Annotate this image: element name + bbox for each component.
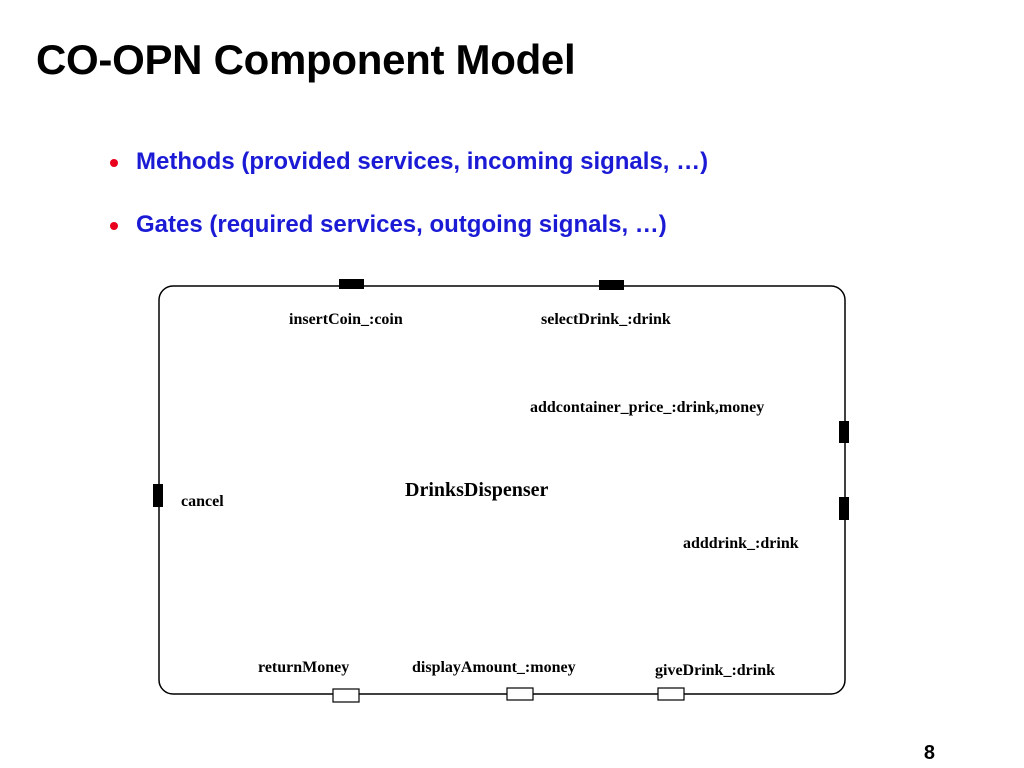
- gate-label-returnmoney: returnMoney: [258, 659, 349, 676]
- bullet-gates: Gates (required services, outgoing signa…: [108, 209, 708, 272]
- method-port-cancel: [153, 484, 163, 507]
- method-port-insertcoin: [339, 279, 364, 289]
- bullet-methods: Methods (provided services, incoming sig…: [108, 146, 708, 209]
- method-port-selectdrink: [599, 280, 624, 290]
- method-port-adddrink: [839, 497, 849, 520]
- method-label-adddrink: adddrink_:drink: [683, 535, 799, 552]
- bullet-gates-text: Gates (required services, outgoing signa…: [136, 211, 667, 238]
- gate-port-givedrink: [657, 687, 685, 701]
- method-label-selectdrink: selectDrink_:drink: [541, 311, 671, 328]
- method-label-insertcoin: insertCoin_:coin: [289, 311, 403, 328]
- bullet-list: Methods (provided services, incoming sig…: [108, 146, 708, 272]
- gate-port-returnmoney: [332, 688, 360, 703]
- page-number: 8: [923, 742, 935, 764]
- slide-title: CO-OPN Component Model: [36, 36, 576, 83]
- gate-label-displayamount: displayAmount_:money: [412, 659, 576, 676]
- bullet-methods-text: Methods (provided services, incoming sig…: [136, 148, 709, 175]
- bullet-dot-icon: [110, 159, 118, 167]
- method-label-cancel: cancel: [181, 493, 224, 510]
- method-label-addcontainer-price: addcontainer_price_:drink,money: [530, 399, 764, 416]
- gate-label-givedrink: giveDrink_:drink: [655, 662, 775, 679]
- method-port-addcontainer-price: [839, 421, 849, 443]
- component-name: DrinksDispenser: [405, 479, 548, 501]
- gate-port-displayamount: [506, 687, 534, 701]
- bullet-dot-icon: [110, 222, 118, 230]
